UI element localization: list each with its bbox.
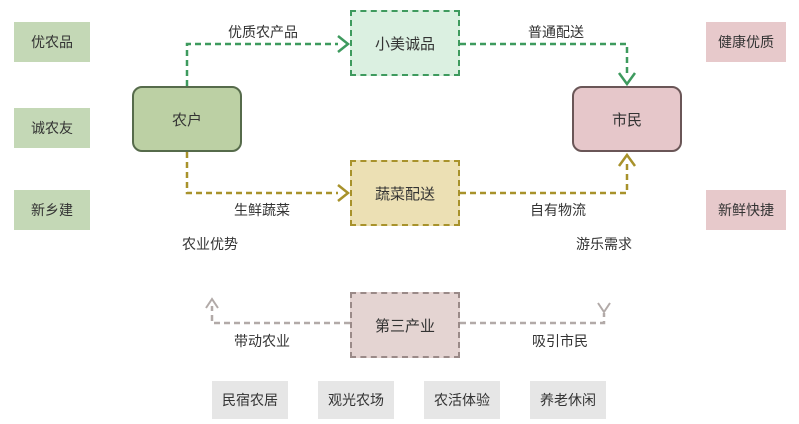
- label-leisure-demand: 游乐需求: [576, 237, 632, 253]
- edge-fresh-veg: [185, 152, 338, 195]
- bottom-tag-2: 观光农场: [318, 381, 394, 419]
- edge-regular-delivery: [460, 42, 629, 76]
- bottom-tag-3: 农活体验: [424, 381, 500, 419]
- arrowhead-agri-advantage: [205, 297, 219, 309]
- arrowhead-xiaomei: [337, 35, 351, 53]
- label-regular-delivery: 普通配送: [528, 25, 584, 41]
- label-own-logistics: 自有物流: [530, 203, 586, 219]
- left-tag-3: 新乡建: [14, 190, 90, 230]
- node-xiaomei: 小美诚品: [350, 10, 460, 76]
- node-veg-delivery: 蔬菜配送: [350, 160, 460, 226]
- bottom-tag-1: 民宿农居: [212, 381, 288, 419]
- arrowhead-leisure-demand: [597, 302, 611, 314]
- arrowhead-veg: [337, 184, 351, 202]
- label-fresh-veg: 生鲜蔬菜: [234, 203, 290, 219]
- label-quality-products: 优质农产品: [228, 25, 298, 41]
- arrowhead-citizen-bottom: [617, 152, 637, 167]
- left-tag-2: 诚农友: [14, 108, 90, 148]
- node-citizen: 市民: [572, 86, 682, 152]
- edge-own-logistics: [460, 164, 629, 195]
- edge-drive-agri: [210, 306, 350, 325]
- edge-attract-citizens: [460, 313, 606, 325]
- label-drive-agri: 带动农业: [234, 334, 290, 350]
- arrowhead-citizen-top: [617, 72, 637, 87]
- label-attract-citizens: 吸引市民: [532, 334, 588, 350]
- node-farmer: 农户: [132, 86, 242, 152]
- left-tag-1: 优农品: [14, 22, 90, 62]
- right-tag-2: 新鲜快捷: [706, 190, 786, 230]
- bottom-tag-4: 养老休闲: [530, 381, 606, 419]
- label-agri-advantage: 农业优势: [182, 237, 238, 253]
- right-tag-1: 健康优质: [706, 22, 786, 62]
- edge-quality-products: [185, 42, 338, 86]
- node-tertiary-industry: 第三产业: [350, 292, 460, 358]
